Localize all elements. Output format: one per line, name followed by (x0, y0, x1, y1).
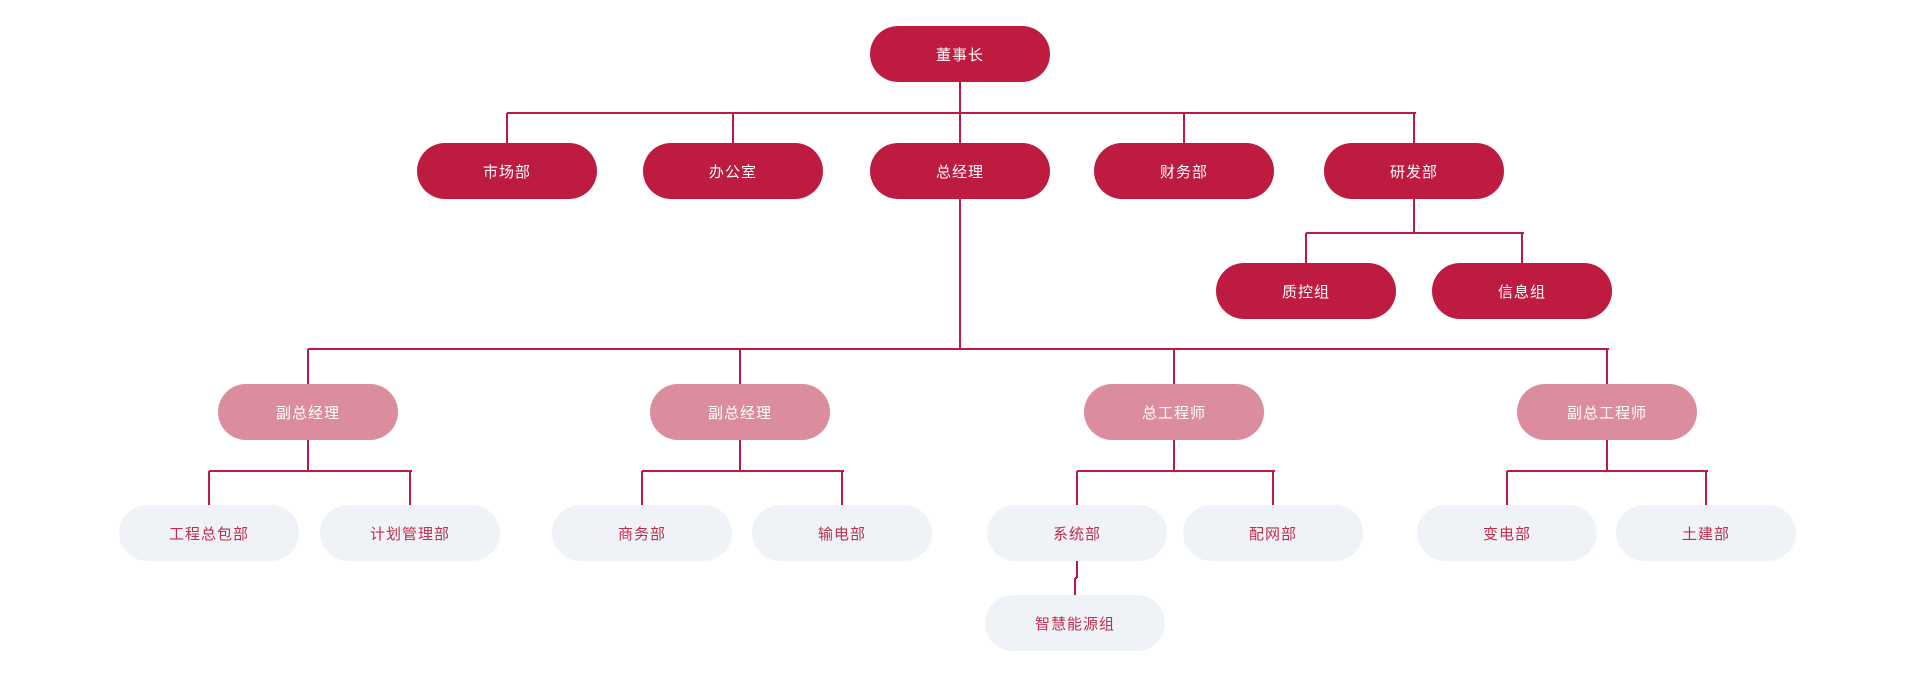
connector-line (1173, 349, 1175, 384)
connector-line (732, 113, 734, 143)
connector-line (1183, 113, 1185, 143)
org-node-label: 输电部 (817, 525, 866, 543)
org-node-civil[interactable]: 土建部 (1616, 505, 1796, 561)
org-node-system[interactable]: 系统部 (987, 505, 1167, 561)
org-node-chairman[interactable]: 董事长 (870, 26, 1050, 82)
org-node-label: 副总工程师 (1566, 404, 1647, 422)
org-node-office[interactable]: 办公室 (643, 143, 823, 199)
connector-line (1413, 199, 1415, 233)
org-node-label: 配网部 (1248, 525, 1297, 543)
org-node-dgm1[interactable]: 副总经理 (218, 384, 398, 440)
connector-line (1507, 470, 1708, 472)
org-node-chief-eng[interactable]: 总工程师 (1084, 384, 1264, 440)
org-node-label: 信息组 (1497, 283, 1546, 301)
connector-line (1306, 232, 1524, 234)
org-node-label: 智慧能源组 (1034, 615, 1115, 633)
org-node-label: 市场部 (482, 163, 531, 181)
org-node-label: 商务部 (617, 525, 666, 543)
connector-line (409, 471, 411, 505)
org-node-label: 副总经理 (707, 404, 772, 422)
connector-line (1076, 561, 1078, 578)
org-node-finance[interactable]: 财务部 (1094, 143, 1274, 199)
connector-line (959, 113, 961, 143)
connector-line (1076, 471, 1078, 505)
connector-line (307, 349, 309, 384)
org-node-label: 质控组 (1281, 283, 1330, 301)
connector-line (308, 348, 1609, 350)
connector-line (642, 470, 844, 472)
org-node-label: 计划管理部 (369, 525, 450, 543)
org-node-label: 财务部 (1159, 163, 1208, 181)
connector-line (1077, 470, 1275, 472)
org-node-epc[interactable]: 工程总包部 (119, 505, 299, 561)
org-node-label: 总经理 (935, 163, 984, 181)
connector-line (959, 199, 961, 349)
connector-line (641, 471, 643, 505)
connector-line (1173, 440, 1175, 471)
org-node-substation[interactable]: 变电部 (1417, 505, 1597, 561)
org-node-rnd[interactable]: 研发部 (1324, 143, 1504, 199)
connector-line (307, 440, 309, 471)
org-node-label: 研发部 (1389, 163, 1438, 181)
org-node-gm[interactable]: 总经理 (870, 143, 1050, 199)
org-node-qc[interactable]: 质控组 (1216, 263, 1396, 319)
org-node-label: 副总经理 (275, 404, 340, 422)
connector-line (1606, 349, 1608, 384)
org-node-label: 总工程师 (1141, 404, 1206, 422)
connector-line (507, 112, 1416, 114)
org-node-label: 工程总包部 (168, 525, 249, 543)
connector-line (208, 471, 210, 505)
connector-line (506, 113, 508, 143)
connector-line (1705, 471, 1707, 505)
connector-line (1606, 440, 1608, 471)
org-node-label: 系统部 (1052, 525, 1101, 543)
org-node-label: 办公室 (708, 163, 757, 181)
org-node-planning[interactable]: 计划管理部 (320, 505, 500, 561)
org-node-label: 董事长 (935, 46, 984, 64)
connector-line (1521, 233, 1523, 263)
connector-line (739, 349, 741, 384)
connector-line (209, 470, 412, 472)
connector-line (841, 471, 843, 505)
org-node-info[interactable]: 信息组 (1432, 263, 1612, 319)
connector-line (1506, 471, 1508, 505)
connector-line (1074, 578, 1076, 595)
org-node-transmission[interactable]: 输电部 (752, 505, 932, 561)
org-node-marketing[interactable]: 市场部 (417, 143, 597, 199)
connector-line (1305, 233, 1307, 263)
connector-line (959, 82, 961, 113)
org-node-deputy-chief-eng[interactable]: 副总工程师 (1517, 384, 1697, 440)
connector-line (1075, 577, 1077, 579)
org-node-distribution[interactable]: 配网部 (1183, 505, 1363, 561)
org-node-business[interactable]: 商务部 (552, 505, 732, 561)
connector-line (739, 440, 741, 471)
connector-line (1272, 471, 1274, 505)
org-node-label: 变电部 (1482, 525, 1531, 543)
org-node-label: 土建部 (1681, 525, 1730, 543)
org-node-dgm2[interactable]: 副总经理 (650, 384, 830, 440)
connector-line (1413, 113, 1415, 143)
org-node-smart-energy[interactable]: 智慧能源组 (985, 595, 1165, 651)
